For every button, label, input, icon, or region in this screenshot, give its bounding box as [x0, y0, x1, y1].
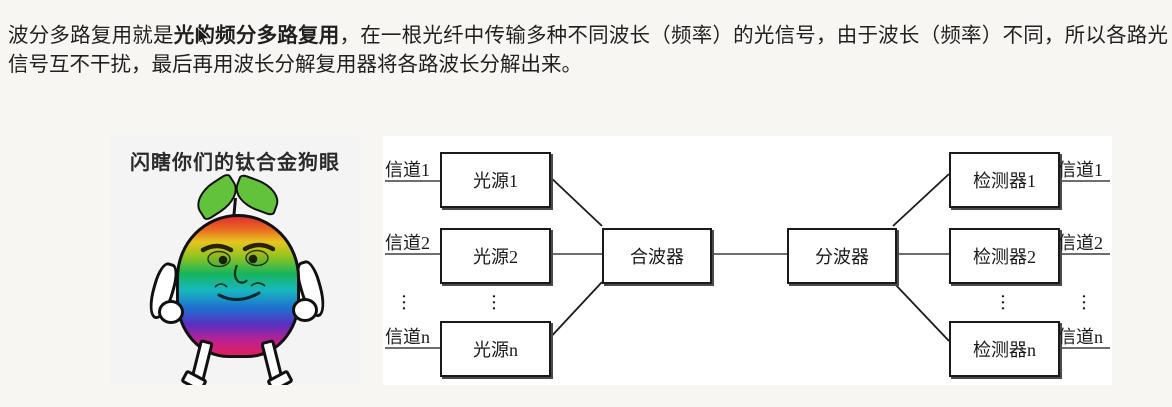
- light-source-label-n: 光源n: [473, 340, 518, 360]
- input-channel-label-n: 信道n: [385, 327, 430, 347]
- detector-box-1[interactable]: 检测器1: [949, 152, 1060, 208]
- meme-caption: 闪瞎你们的钛合金狗眼: [130, 150, 340, 174]
- output-channel-ellipsis: ···: [1080, 286, 1088, 320]
- mango-body: [176, 214, 300, 358]
- output-channel-label-1: 信道1: [1058, 160, 1103, 180]
- light-source-label-1: 光源1: [473, 171, 518, 191]
- light-source-box-n[interactable]: 光源n: [440, 321, 551, 377]
- input-channel-label-2: 信道2: [385, 233, 430, 253]
- multiplexer-box[interactable]: 合波器: [602, 228, 712, 284]
- detector-label-2: 检测器2: [973, 247, 1036, 267]
- demultiplexer-box[interactable]: 分波器: [787, 228, 897, 284]
- leaf-right-icon: [230, 173, 284, 217]
- paragraph-part-2: ，在一根光纤中传输多种不同波长（频率）的光信号，由于波长（频率）不同，所以各路光…: [8, 25, 1169, 76]
- multiplexer-label: 合波器: [630, 247, 684, 267]
- detector-box-2[interactable]: 检测器2: [949, 228, 1060, 284]
- output-channel-label-n: 信道n: [1058, 327, 1103, 347]
- hand-left: [158, 300, 184, 324]
- detector-ellipsis: ···: [999, 286, 1007, 320]
- light-source-box-2[interactable]: 光源2: [440, 228, 551, 284]
- paragraph-part-1: 波分多路复用就是: [8, 25, 174, 47]
- wdm-diagram: 信道1 信道2 信道n 光源1 光源2 光源n ··· ··· 合波器 分波器 …: [383, 136, 1112, 385]
- diagram-connectors: [385, 173, 1110, 349]
- hand-right: [292, 298, 318, 322]
- output-channel-label-2: 信道2: [1058, 233, 1103, 253]
- light-source-box-1[interactable]: 光源1: [440, 152, 551, 208]
- input-channel-label-1: 信道1: [385, 160, 430, 180]
- meme-image: 闪瞎你们的钛合金狗眼: [110, 136, 360, 385]
- paragraph-emphasis: 光的频分多路复用: [173, 25, 340, 47]
- light-source-label-2: 光源2: [473, 247, 518, 267]
- body-paragraph: 波分多路复用就是光的频分多路复用，在一根光纤中传输多种不同波长（频率）的光信号，…: [8, 22, 1168, 80]
- rainbow-mango-figure: [110, 171, 360, 385]
- demultiplexer-label: 分波器: [815, 247, 869, 267]
- face-icon: [200, 242, 276, 301]
- detector-label-n: 检测器n: [973, 340, 1036, 360]
- detector-label-1: 检测器1: [973, 171, 1036, 191]
- light-source-ellipsis: ···: [490, 286, 498, 320]
- input-channel-ellipsis: ···: [400, 286, 408, 320]
- detector-box-n[interactable]: 检测器n: [949, 321, 1060, 377]
